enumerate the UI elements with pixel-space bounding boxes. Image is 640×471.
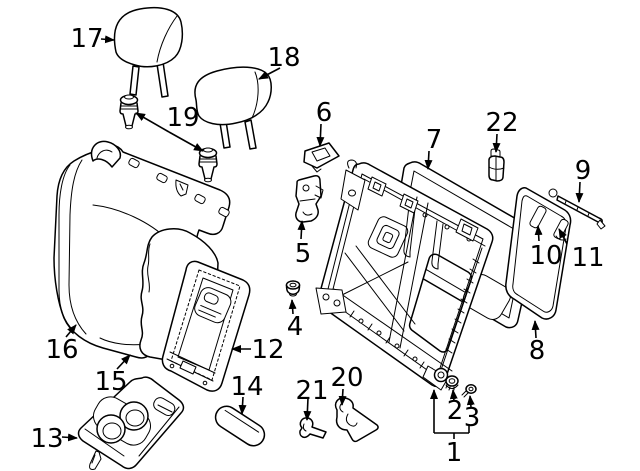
headrest-guide-sleeve-drawing bbox=[119, 94, 139, 130]
latch-cover-drawing bbox=[303, 142, 340, 173]
callout-4-label: 4 bbox=[287, 312, 304, 342]
bushing-drawing bbox=[285, 280, 301, 297]
callout-9-arrow bbox=[575, 181, 584, 203]
callout-1-arrow bbox=[430, 389, 470, 439]
callout-17: 17 bbox=[70, 24, 115, 54]
headrest-guide-sleeve-drawing-2 bbox=[198, 147, 218, 183]
callout-18-arrow bbox=[258, 67, 281, 80]
callout-22: 22 bbox=[485, 108, 519, 153]
cup-holder-tray-drawing bbox=[77, 376, 185, 470]
callout-14-arrow bbox=[238, 396, 247, 415]
callouts: 1 2 3 4 5 6 7 8 bbox=[30, 24, 604, 468]
callout-11-label: 11 bbox=[571, 243, 604, 273]
callout-10: 10 bbox=[529, 225, 563, 271]
callout-5-arrow bbox=[297, 220, 306, 240]
screw-drawing bbox=[461, 384, 477, 398]
callout-12: 12 bbox=[231, 335, 285, 365]
callout-3-arrow bbox=[466, 395, 475, 408]
callout-22-label: 22 bbox=[485, 108, 518, 138]
back-board-drawing bbox=[505, 187, 572, 320]
callout-7: 7 bbox=[424, 125, 443, 170]
retainer-clip-drawing bbox=[488, 148, 505, 182]
callout-20: 20 bbox=[330, 363, 364, 406]
callout-19-label: 19 bbox=[166, 103, 199, 133]
callout-15: 15 bbox=[94, 354, 131, 397]
callout-3: 3 bbox=[464, 395, 481, 433]
callout-21-arrow bbox=[303, 397, 312, 421]
callout-21: 21 bbox=[295, 376, 329, 421]
callout-4-arrow bbox=[288, 299, 297, 315]
callout-9: 9 bbox=[575, 156, 592, 203]
hook-clip-drawing bbox=[299, 417, 327, 439]
callout-8: 8 bbox=[529, 320, 546, 366]
seat-frame-drawing bbox=[315, 159, 494, 391]
callout-6-label: 6 bbox=[316, 98, 333, 128]
callout-14: 14 bbox=[230, 372, 264, 415]
callout-22-arrow bbox=[492, 133, 501, 153]
callout-21-label: 21 bbox=[295, 376, 328, 406]
callout-6: 6 bbox=[316, 98, 333, 147]
callout-7-arrow bbox=[424, 150, 433, 170]
callout-2-arrow bbox=[449, 389, 458, 402]
callout-17-label: 17 bbox=[70, 24, 103, 54]
callout-7-label: 7 bbox=[426, 125, 443, 155]
callout-3-label: 3 bbox=[464, 403, 481, 433]
callout-13-label: 13 bbox=[30, 424, 63, 454]
callout-16-label: 16 bbox=[45, 335, 78, 365]
nut-drawing bbox=[445, 375, 459, 391]
callout-11-arrow bbox=[558, 228, 568, 245]
callout-16-arrow bbox=[65, 324, 77, 338]
callout-10-label: 10 bbox=[529, 241, 562, 271]
callout-8-arrow bbox=[531, 320, 540, 339]
callout-6-arrow bbox=[316, 123, 325, 147]
callout-14-label: 14 bbox=[230, 372, 263, 402]
seat-back-cover-drawing bbox=[53, 140, 231, 359]
armrest-trim-drawing bbox=[214, 405, 266, 447]
callout-1-label: 1 bbox=[446, 438, 463, 468]
callout-1: 1 bbox=[430, 389, 470, 468]
callout-10-arrow bbox=[534, 225, 543, 242]
armrest-drawing bbox=[161, 260, 251, 392]
callout-20-label: 20 bbox=[330, 363, 363, 393]
callout-8-label: 8 bbox=[529, 336, 546, 366]
callout-5: 5 bbox=[295, 220, 312, 269]
callout-19: 19 bbox=[135, 103, 204, 152]
callout-17-arrow bbox=[100, 35, 115, 44]
callout-15-label: 15 bbox=[94, 367, 127, 397]
headrest-center-drawing bbox=[194, 66, 272, 150]
callout-5-label: 5 bbox=[295, 239, 312, 269]
callout-18-label: 18 bbox=[267, 43, 300, 73]
callout-2: 2 bbox=[447, 389, 464, 426]
callout-2-label: 2 bbox=[447, 396, 464, 426]
callout-12-label: 12 bbox=[251, 335, 284, 365]
callout-13-arrow bbox=[61, 433, 78, 442]
callout-4: 4 bbox=[287, 299, 304, 342]
callout-13: 13 bbox=[30, 424, 78, 454]
headrest-left-drawing bbox=[113, 6, 184, 98]
callout-16: 16 bbox=[45, 324, 79, 365]
callout-19-arrow bbox=[135, 112, 204, 152]
callout-18: 18 bbox=[258, 43, 301, 80]
latch-bracket-drawing bbox=[295, 175, 324, 223]
callout-15-arrow bbox=[116, 354, 131, 370]
callout-9-label: 9 bbox=[575, 156, 592, 186]
trim-strip-drawing bbox=[556, 195, 606, 230]
callout-11: 11 bbox=[558, 228, 605, 273]
callout-20-arrow bbox=[338, 388, 347, 406]
